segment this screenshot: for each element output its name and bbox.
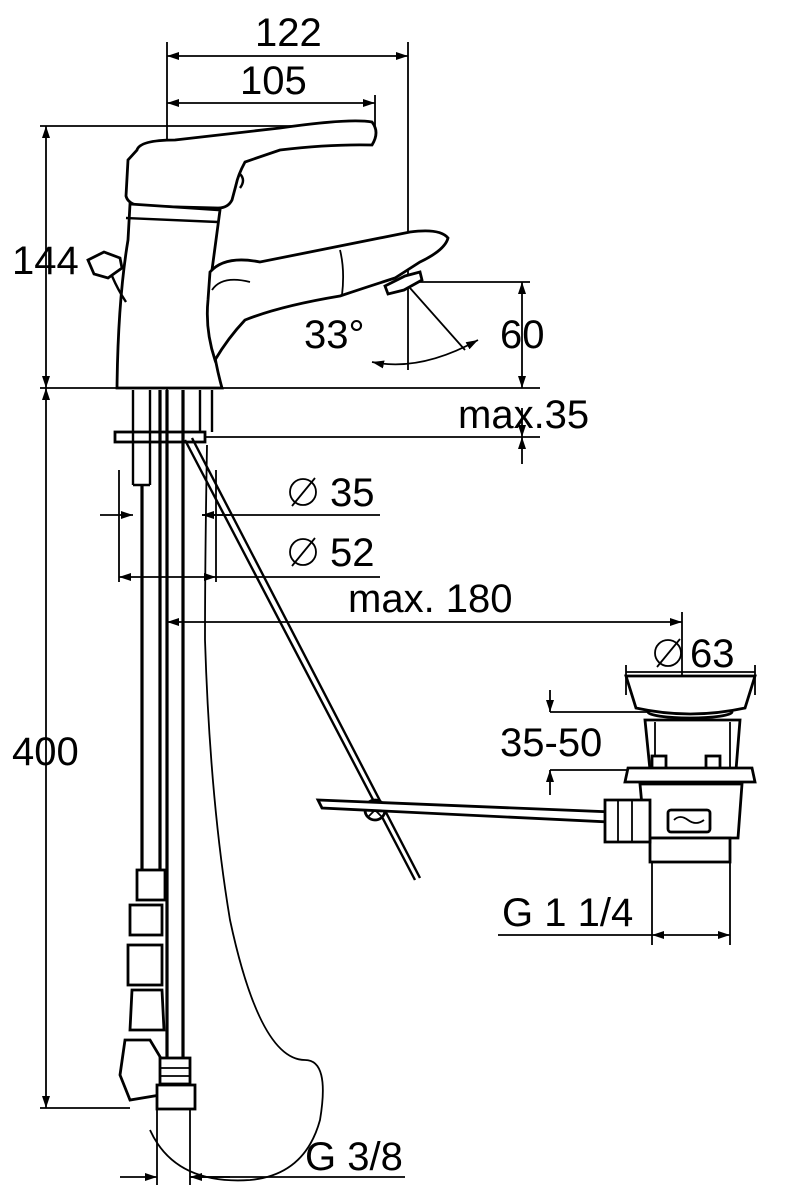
dim-52-label: 52 — [330, 531, 375, 575]
faucet-handle — [124, 119, 378, 210]
supply-hoses — [113, 390, 214, 1111]
angle-arc — [371, 339, 479, 369]
dim-400-label: 400 — [12, 730, 79, 774]
hose-fitting — [135, 868, 167, 902]
pivot-rod — [315, 798, 614, 824]
faucet-body — [115, 202, 224, 390]
dim-33deg-label: 33° — [304, 313, 365, 357]
faucet-aerator — [383, 270, 424, 296]
dim-63-label: 63 — [690, 632, 735, 676]
supply-connector — [158, 1056, 192, 1086]
dim-g114-label: G 1 1/4 — [502, 891, 633, 935]
dimension-lines — [40, 42, 756, 1185]
dim-60-label: 60 — [500, 313, 545, 357]
dim-105-label: 105 — [240, 59, 307, 103]
flexible-cable — [149, 444, 324, 1182]
faucet — [86, 119, 450, 390]
diameter-icon — [654, 638, 682, 668]
diameter-icon — [289, 537, 317, 567]
diameter-icon — [289, 477, 317, 507]
waste-side-connector — [603, 798, 652, 844]
dim-122-label: 122 — [255, 11, 322, 55]
dim-max180-label: max. 180 — [348, 577, 513, 621]
dim-max35-label: max.35 — [458, 393, 589, 437]
popup-knob — [86, 250, 124, 280]
dim-g38-label: G 3/8 — [305, 1135, 403, 1179]
dim-35-50-label: 35-50 — [500, 721, 602, 765]
waste-flange — [623, 766, 757, 784]
faucet-spout — [205, 229, 450, 364]
dim-35-label: 35 — [330, 471, 375, 515]
popup-waste — [183, 437, 757, 881]
dim-144-label: 144 — [12, 239, 79, 283]
